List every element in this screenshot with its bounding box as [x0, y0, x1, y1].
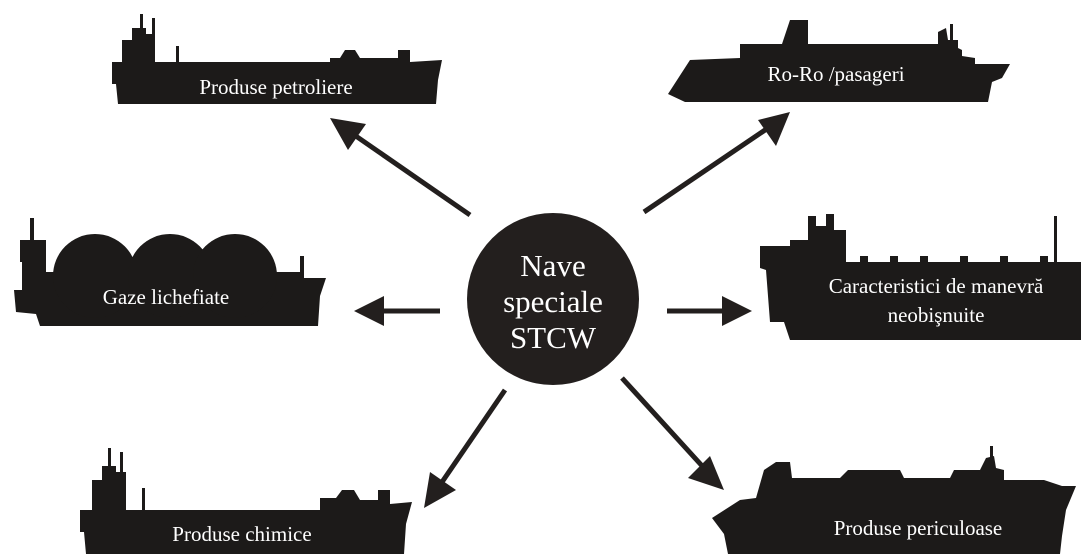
center-node: Nave speciale STCW	[467, 213, 639, 385]
ship-petroleum-tanker: Produse petroliere	[112, 14, 442, 104]
center-circle	[467, 213, 639, 385]
center-line-1: Nave	[520, 248, 585, 283]
center-line-3: STCW	[510, 320, 597, 355]
ship-lng-carrier: Gaze lichefiate	[14, 218, 326, 326]
label-maneuver-line-2: neobişnuite	[888, 303, 985, 327]
label-maneuver-line-1: Caracteristici de manevră	[829, 274, 1044, 298]
ship-dangerous-goods: Produse periculoase	[712, 446, 1076, 554]
center-line-2: speciale	[503, 284, 603, 319]
arrow-to-gas	[354, 296, 440, 326]
label-chemical: Produse chimice	[172, 522, 311, 546]
label-gas: Gaze lichefiate	[103, 285, 230, 309]
arrow-to-petroleum	[330, 118, 472, 218]
label-roro: Ro-Ro /pasageri	[767, 62, 904, 86]
ship-chemical-tanker: Produse chimice	[80, 448, 412, 554]
ship-roro-passenger: Ro-Ro /pasageri	[668, 20, 1010, 102]
label-petroleum: Produse petroliere	[199, 75, 352, 99]
label-dangerous: Produse periculoase	[834, 516, 1003, 540]
ship-maneuver-vessel: Caracteristici de manevră neobişnuite	[760, 214, 1081, 340]
arrow-to-roro	[642, 112, 790, 215]
arrow-to-chemical	[424, 388, 508, 508]
arrow-to-maneuver	[667, 296, 752, 326]
arrow-to-dangerous	[620, 376, 724, 490]
